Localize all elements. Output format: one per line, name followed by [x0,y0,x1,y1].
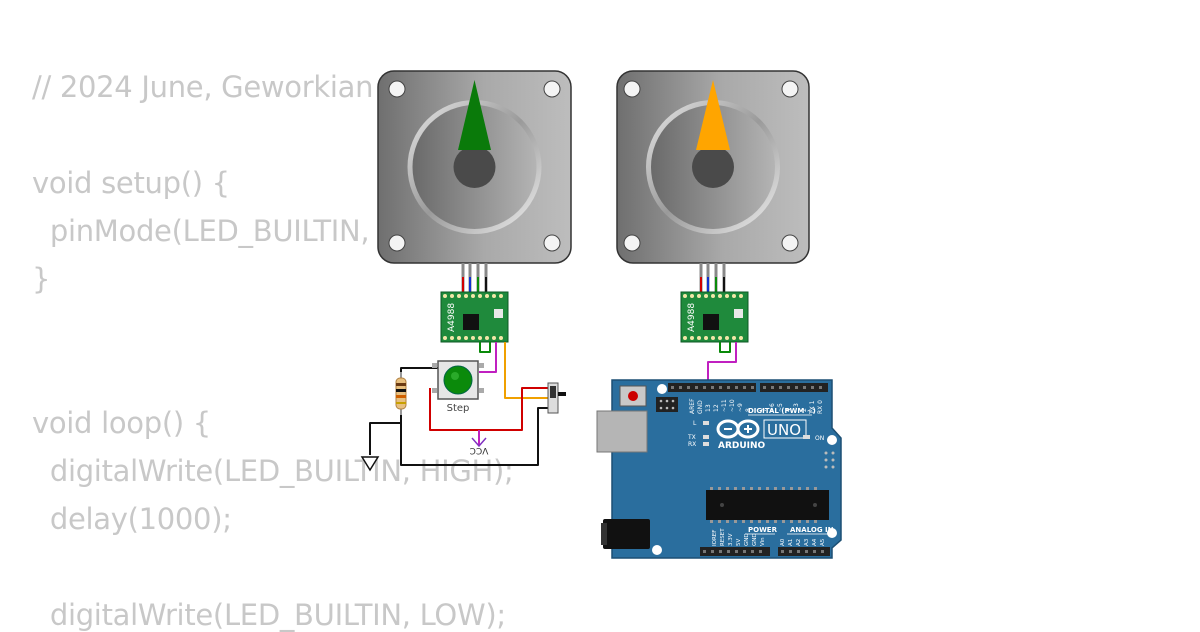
digital-header-right [760,383,828,392]
arduino-uno-board[interactable]: AREF GND 13 12 ~11 ~10 ~9 8 7 ~6 ~5 4 ~3… [596,379,842,559]
ground-symbol[interactable] [360,456,380,472]
digital-header-label: DIGITAL (PWM ~) [748,407,816,415]
pin-label: 2 [801,408,808,412]
vcc-label: VCC [470,445,489,455]
button-label: Step [447,403,470,414]
tx-led-label: TX [687,434,696,441]
analog-header [778,547,830,556]
pin-label: TX 1 [809,400,816,415]
pin-label: 4 [785,408,792,412]
motor-pointer [458,80,491,150]
pin-label: RX 0 [817,400,824,414]
pin-label: 7 [761,408,768,412]
resistor[interactable] [395,372,407,415]
pin-label: 13 [705,404,712,412]
power-jack [603,519,650,549]
code-line: digitalWrite(LED_BUILTIN, LOW); [32,598,506,632]
a4988-driver-right[interactable]: A4988 [680,291,749,343]
stepper-motor-right[interactable] [616,70,810,295]
model-label: UNO [767,421,801,439]
stepper-motor-left[interactable] [377,70,572,295]
step-push-button[interactable]: Step [432,360,484,414]
code-line: void loop() { [32,406,211,440]
pin-label: A0 [780,538,786,546]
code-line: delay(1000); [32,502,232,536]
driver-label: A4988 [447,303,457,332]
pin-label: IOREF [712,530,718,546]
pin-label: A5 [820,538,826,546]
wires [369,342,737,466]
pin-label: AREF [689,398,696,414]
on-led-label: ON [815,435,824,442]
vcc-symbol[interactable]: VCC [470,437,489,455]
pin-label: GND [744,533,750,546]
l-led-label: L [693,420,697,427]
code-line: void setup() { [32,166,230,200]
pin-label: ~11 [721,399,728,412]
pin-label: ~3 [793,403,800,412]
microcontroller-chip [706,490,829,520]
pin-label: A2 [796,539,802,546]
analog-header-label: ANALOG IN [790,526,834,534]
a4988-driver-left[interactable]: A4988 [440,291,509,343]
pin-label: Vin [760,537,766,546]
usb-port [596,410,648,453]
pin-label: ~6 [769,403,776,412]
pin-label: A4 [812,538,818,546]
pin-label: A3 [804,538,810,546]
code-line: // 2024 June, Geworkian [32,70,374,104]
pin-label: GND [697,400,704,414]
slide-switch[interactable] [547,382,566,414]
pin-label: RESET [720,528,726,546]
power-header-label: POWER [748,526,778,534]
rx-led-label: RX [688,441,696,448]
pin-label: ~5 [777,403,784,412]
pin-label: 3.3V [728,533,734,546]
pin-label: 12 [713,404,720,412]
code-line: digitalWrite(LED_BUILTIN, HIGH); [32,454,514,488]
pin-label: ~9 [737,403,744,412]
driver-label: A4988 [687,303,697,332]
pin-label: 8 [745,408,752,412]
pin-label: 5V [736,539,742,546]
arduino-logo-icon [716,419,760,439]
motor-pointer [696,80,730,150]
pin-label: A1 [788,539,794,546]
pin-label: GND [752,533,758,546]
pin-label: ~10 [729,399,736,412]
brand-label: ARDUINO [718,441,766,451]
code-line: } [32,262,51,296]
